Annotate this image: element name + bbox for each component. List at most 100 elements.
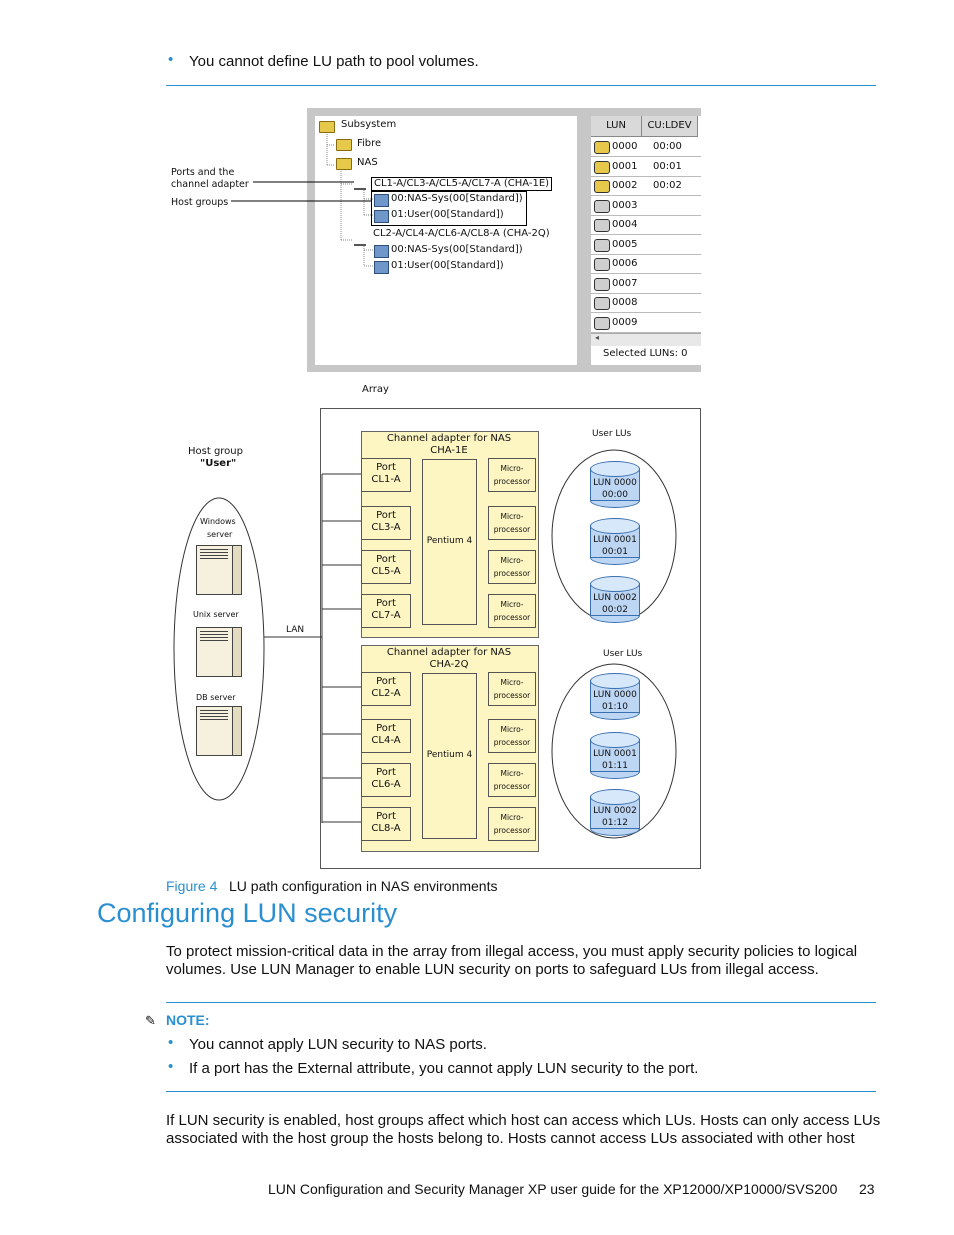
windows-server-label: server bbox=[207, 530, 233, 539]
port-word: Port bbox=[376, 723, 396, 734]
micro-label: processor bbox=[493, 691, 531, 700]
lu-number: LUN 0001 bbox=[593, 749, 637, 759]
port-word: Port bbox=[376, 676, 396, 687]
lun-number: 0008 bbox=[612, 297, 638, 308]
lun-table-row[interactable]: 0009 bbox=[591, 313, 701, 333]
paragraph-line: associated with the host group the hosts… bbox=[166, 1130, 855, 1147]
lu-ldev: 01:10 bbox=[602, 702, 628, 712]
port-name: CL5-A bbox=[371, 566, 401, 577]
divider bbox=[166, 1002, 876, 1003]
microprocessor-box: Micro-processor bbox=[488, 763, 536, 797]
bullet-marker: • bbox=[168, 51, 174, 68]
port-name: CL8-A bbox=[371, 823, 401, 834]
tree-host-group[interactable]: 01:User(00[Standard]) bbox=[391, 209, 504, 220]
subsystem-icon bbox=[319, 121, 335, 133]
lun-table-row[interactable]: 0005 bbox=[591, 235, 701, 255]
micro-label: Micro- bbox=[500, 512, 524, 521]
tree-port-cha-2q[interactable]: CL2-A/CL4-A/CL6-A/CL8-A (CHA-2Q) bbox=[373, 228, 550, 239]
volume-icon bbox=[594, 219, 610, 232]
cu-ldev-column-header[interactable]: CU:LDEV bbox=[642, 116, 698, 137]
micro-label: processor bbox=[493, 738, 531, 747]
lu-label: LUN 0002 00:02 bbox=[590, 592, 640, 616]
figure-caption: LU path configuration in NAS environment… bbox=[229, 878, 498, 894]
tree-host-group[interactable]: 00:NAS-Sys(00[Standard]) bbox=[391, 193, 523, 204]
callout-lines bbox=[231, 181, 371, 202]
micro-label: processor bbox=[493, 525, 531, 534]
volume-icon bbox=[594, 199, 610, 213]
microprocessor-box: Micro-processor bbox=[488, 506, 536, 540]
cylinder-part bbox=[590, 732, 640, 748]
lun-table-row[interactable]: 0003 bbox=[591, 196, 701, 216]
port-icon bbox=[354, 234, 366, 246]
port-icon bbox=[354, 178, 366, 190]
lun-table-row[interactable]: 0007 bbox=[591, 274, 701, 294]
divider bbox=[166, 1091, 876, 1092]
cha-1e-id: CHA-1E bbox=[430, 445, 468, 456]
callout-host-groups: Host groups bbox=[171, 197, 229, 208]
tree-nas[interactable]: NAS bbox=[357, 157, 378, 168]
lun-number: 0006 bbox=[612, 258, 638, 269]
array-label: Array bbox=[362, 384, 389, 395]
tree-fibre[interactable]: Fibre bbox=[357, 138, 382, 149]
volume-icon bbox=[594, 316, 610, 330]
lun-column-header[interactable]: LUN bbox=[591, 116, 642, 137]
micro-label: Micro- bbox=[500, 725, 524, 734]
microprocessor-box: Micro-processor bbox=[488, 719, 536, 753]
tree-port-cha-1e[interactable]: CL1-A/CL3-A/CL5-A/CL7-A (CHA-1E) bbox=[371, 177, 553, 191]
divider bbox=[166, 85, 876, 86]
bullet-marker: • bbox=[168, 1034, 174, 1051]
tree-host-group[interactable]: 00:NAS-Sys(00[Standard]) bbox=[391, 244, 523, 255]
note-item: You cannot apply LUN security to NAS por… bbox=[189, 1036, 487, 1053]
lu-ldev: 00:02 bbox=[602, 605, 628, 615]
horizontal-scrollbar[interactable]: ◂ bbox=[591, 333, 701, 346]
lu-ldev: 01:12 bbox=[602, 818, 628, 828]
user-lus-label: User LUs bbox=[592, 429, 632, 439]
fibre-folder-icon bbox=[336, 139, 352, 151]
micro-label: processor bbox=[493, 569, 531, 578]
lun-number: 0005 bbox=[612, 238, 638, 250]
lun-table-row[interactable]: 0004 bbox=[591, 215, 701, 235]
section-heading: Configuring LUN security bbox=[97, 898, 398, 928]
lun-table-row[interactable]: 0006 bbox=[591, 254, 701, 274]
windows-server-icon bbox=[196, 545, 242, 595]
micro-label: Micro- bbox=[500, 556, 524, 565]
port-name: CL7-A bbox=[371, 610, 401, 621]
micro-label: processor bbox=[493, 782, 531, 791]
paragraph-line: To protect mission-critical data in the … bbox=[166, 943, 858, 960]
tree-host-group[interactable]: 01:User(00[Standard]) bbox=[391, 260, 504, 271]
tree-lines bbox=[326, 132, 373, 267]
tree-subsystem[interactable]: Subsystem bbox=[341, 119, 397, 130]
mapped-volume-icon bbox=[594, 180, 610, 193]
pentium-label: Pentium 4 bbox=[426, 750, 473, 760]
microprocessor-box: Micro-processor bbox=[488, 672, 536, 706]
lu-ldev: 00:01 bbox=[602, 547, 628, 557]
scroll-left-icon[interactable]: ◂ bbox=[595, 333, 600, 342]
pentium-processor: Pentium 4 bbox=[422, 673, 477, 839]
lun-number: 0003 bbox=[612, 199, 638, 211]
db-server-icon bbox=[196, 706, 242, 756]
lun-table-row[interactable]: 0008 bbox=[591, 293, 701, 313]
cha-2q-title: Channel adapter for NAS bbox=[386, 647, 512, 658]
lun-number: 0004 bbox=[612, 219, 638, 230]
lun-number: 0000 bbox=[612, 141, 638, 152]
lu-number: LUN 0002 bbox=[593, 593, 637, 603]
volume-icon bbox=[594, 238, 610, 252]
paragraph-line: If LUN security is enabled, host groups … bbox=[166, 1112, 881, 1129]
cylinder-part bbox=[590, 789, 640, 805]
lu-number: LUN 0000 bbox=[593, 478, 637, 488]
cylinder-part bbox=[590, 673, 640, 689]
